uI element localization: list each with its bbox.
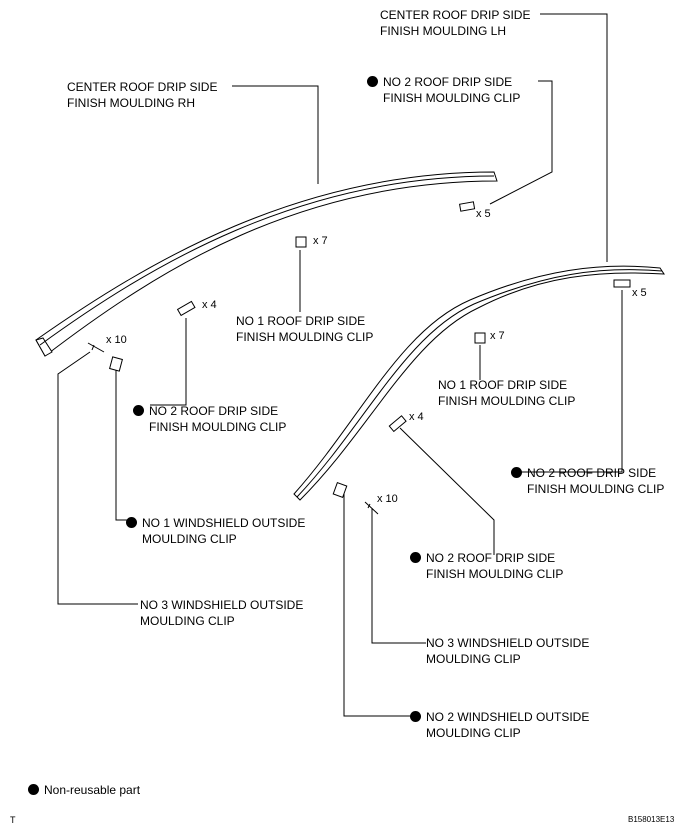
figure-code: B158013E13 bbox=[628, 815, 675, 824]
leader-no3-right bbox=[371, 508, 426, 644]
clip-no1-left bbox=[295, 236, 307, 248]
leader-no3-left bbox=[57, 351, 138, 605]
leader-center-lh bbox=[540, 13, 608, 262]
clip-no1-right bbox=[474, 332, 486, 344]
clip-no1-windshield bbox=[109, 356, 123, 372]
rh-moulding-edge bbox=[35, 337, 53, 357]
clip-no3-left bbox=[87, 342, 105, 353]
label-no1-windshield-clip: NO 1 WINDSHIELD OUTSIDE MOULDING CLIP bbox=[126, 515, 305, 547]
label-no2-roof-clip-left: NO 2 ROOF DRIP SIDE FINISH MOULDING CLIP bbox=[133, 403, 286, 435]
non-reusable-dot-icon bbox=[511, 467, 522, 478]
qty-lh-no3: x 10 bbox=[377, 493, 398, 505]
clip-lh-top bbox=[613, 279, 631, 288]
clip-no2-left bbox=[176, 300, 196, 317]
rh-moulding-strip bbox=[35, 171, 498, 357]
qty-lh-top-clip: x 5 bbox=[632, 287, 647, 299]
leader-no1-windshield bbox=[115, 370, 130, 521]
qty-rh-no3: x 10 bbox=[106, 334, 127, 346]
qty-no2-top: x 5 bbox=[476, 208, 491, 220]
leader-no2-windshield bbox=[343, 490, 410, 717]
leader-no2-top bbox=[489, 80, 553, 205]
qty-lh-no1: x 7 bbox=[490, 330, 505, 342]
leader-center-rh bbox=[232, 85, 319, 184]
non-reusable-dot-icon bbox=[410, 552, 421, 563]
qty-lh-no2: x 4 bbox=[409, 411, 424, 423]
qty-rh-no1: x 7 bbox=[313, 235, 328, 247]
clip-no3-right bbox=[364, 501, 379, 515]
qty-rh-no2: x 4 bbox=[202, 299, 217, 311]
label-no2-roof-clip-center: NO 2 ROOF DRIP SIDE FINISH MOULDING CLIP bbox=[410, 550, 563, 582]
leader-no2-right bbox=[514, 290, 623, 473]
label-no2-roof-clip-right: NO 2 ROOF DRIP SIDE FINISH MOULDING CLIP bbox=[511, 465, 664, 497]
leader-no2-left bbox=[150, 318, 187, 406]
non-reusable-dot-icon bbox=[410, 711, 421, 722]
non-reusable-dot-icon bbox=[133, 405, 144, 416]
clip-no2-top bbox=[459, 201, 476, 212]
corner-mark: T bbox=[10, 815, 16, 825]
clip-no2-center bbox=[388, 415, 407, 433]
non-reusable-dot-icon bbox=[367, 76, 378, 87]
leader-no2-center bbox=[399, 427, 495, 555]
label-no2-windshield-clip: NO 2 WINDSHIELD OUTSIDE MOULDING CLIP bbox=[410, 709, 589, 741]
clip-no2-windshield bbox=[332, 482, 348, 498]
legend: Non-reusable part bbox=[28, 782, 140, 798]
non-reusable-dot-icon bbox=[126, 517, 137, 528]
non-reusable-dot-icon bbox=[28, 784, 39, 795]
label-no2-roof-clip-top: NO 2 ROOF DRIP SIDE FINISH MOULDING CLIP bbox=[367, 74, 520, 106]
